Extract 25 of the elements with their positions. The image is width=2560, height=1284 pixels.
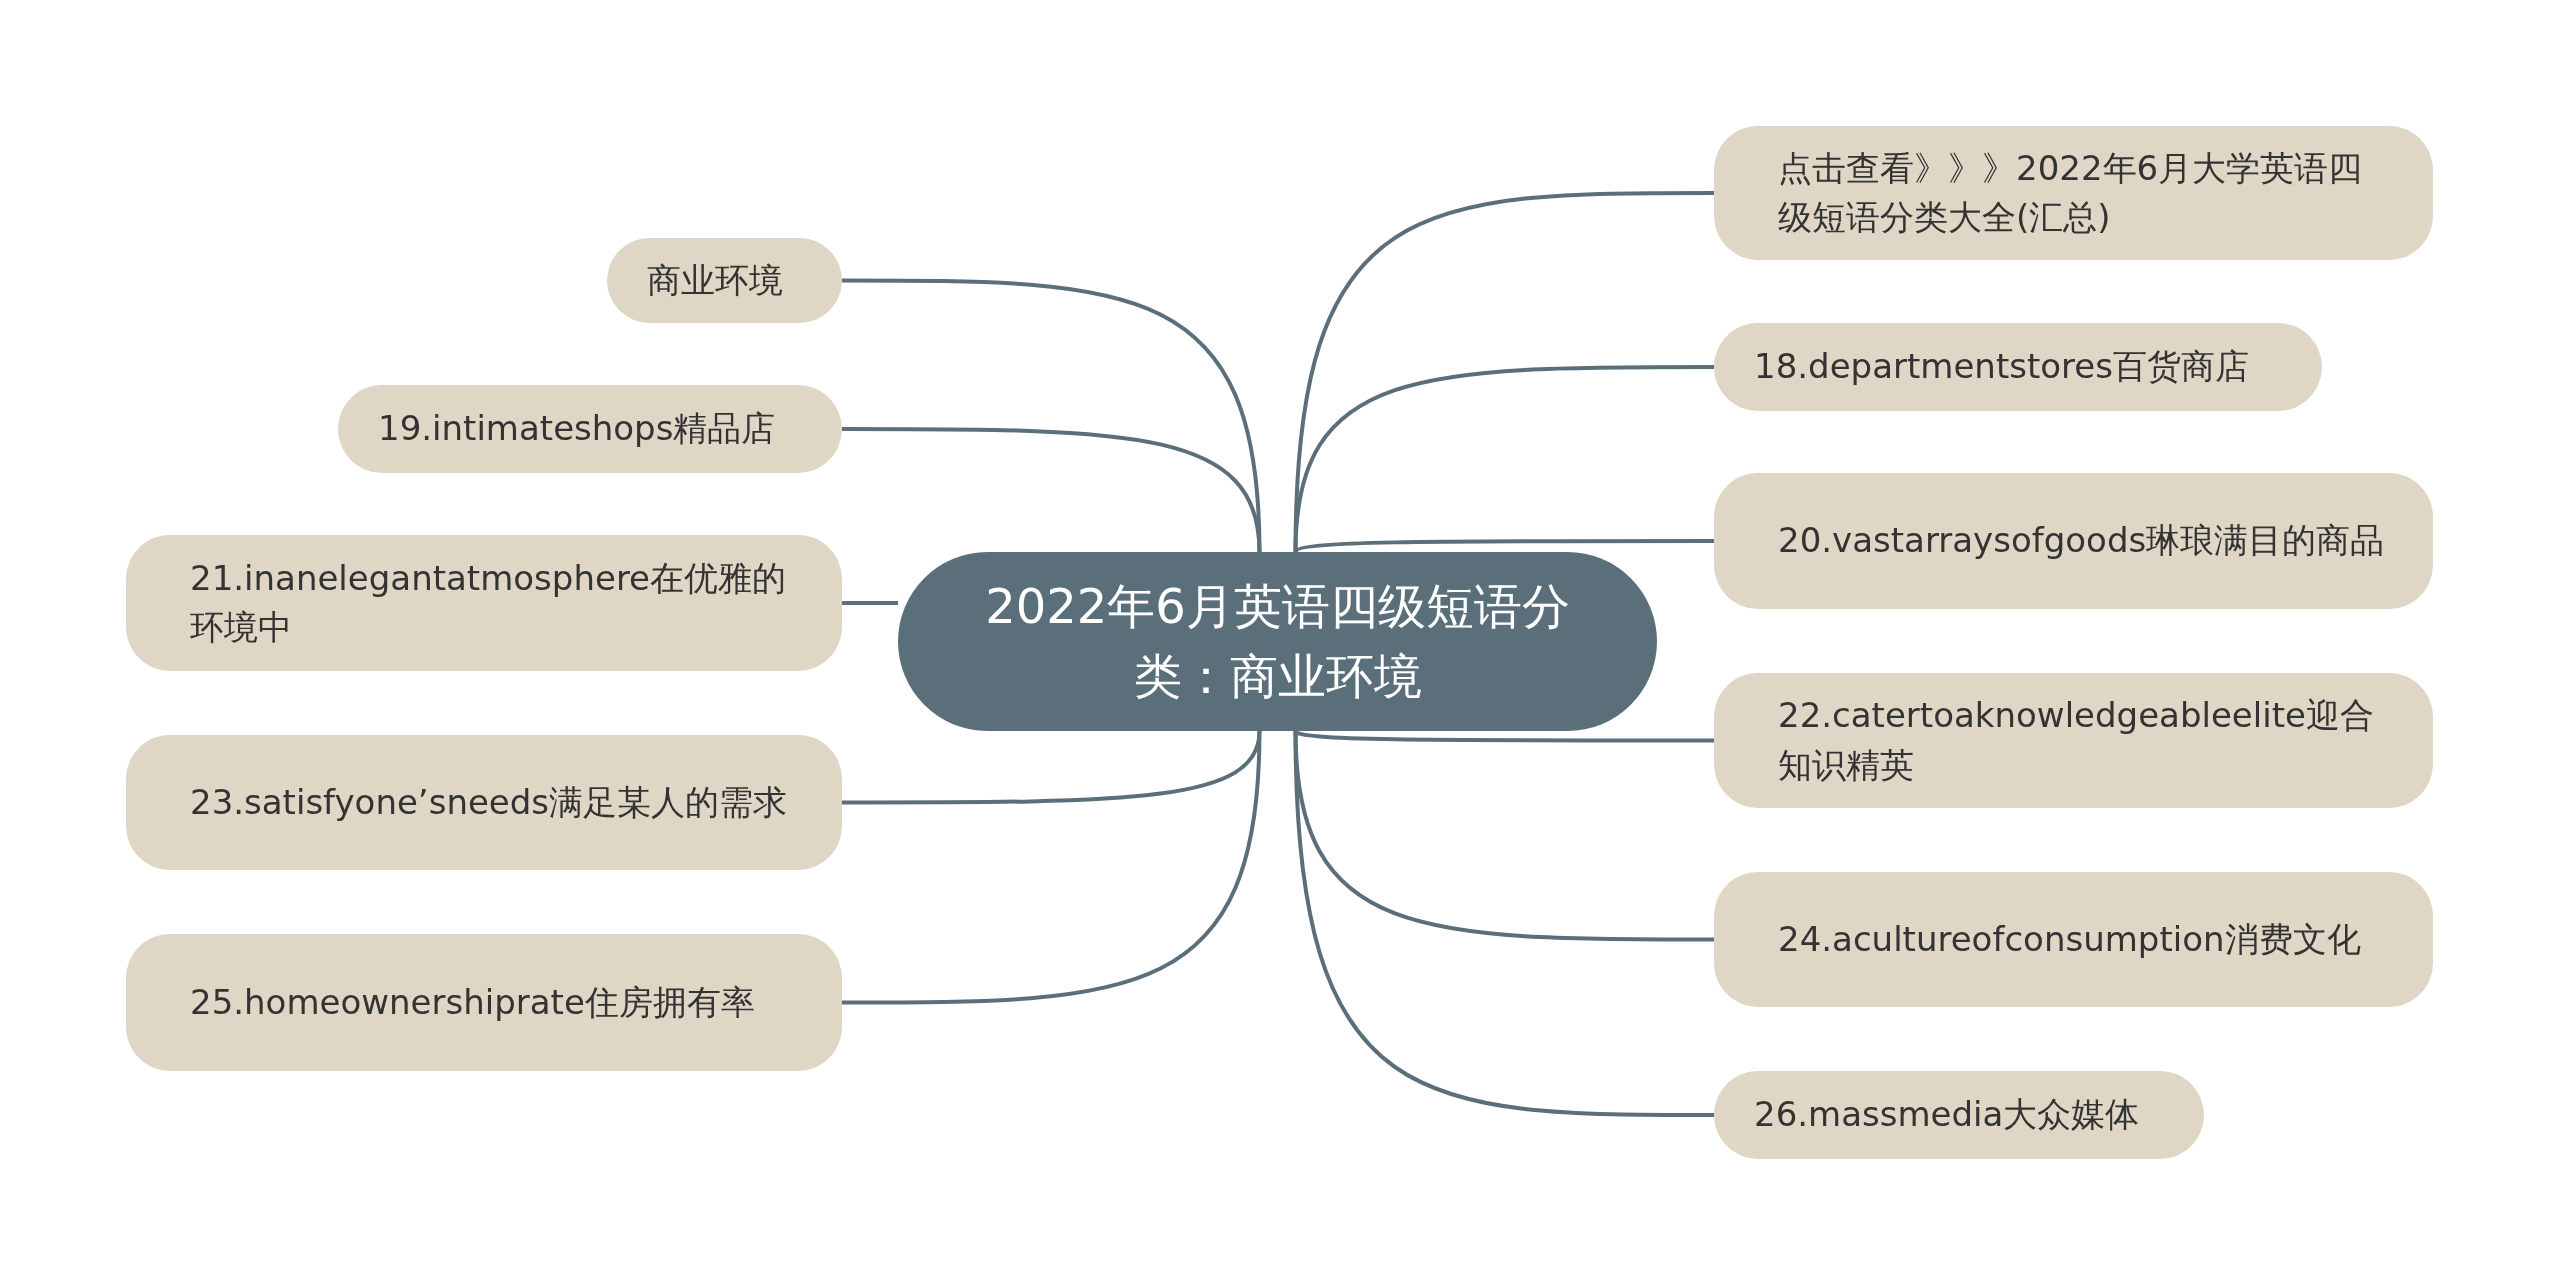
- topic-pill: [1714, 473, 2433, 609]
- topic-pill: [126, 934, 842, 1071]
- topic-text: 点击查看》》》2022年6月大学英语四级短语分类大全(汇总): [1778, 146, 2364, 239]
- topic-pill: [1714, 673, 2433, 808]
- topic-pill: [1714, 872, 2433, 1007]
- connector-line: [1294, 539, 1714, 554]
- topic-text: 24.acultureofconsumption消费文化: [1778, 917, 2361, 961]
- topic-text: 19.intimateshops精品店: [378, 407, 776, 451]
- topic-pill: [126, 735, 842, 870]
- topic-text: 25.homeownershiprate住房拥有率: [190, 980, 755, 1024]
- connector-line: [842, 427, 1262, 553]
- topic-text: 21.inanelegantatmosphere在优雅的环境中: [190, 556, 788, 649]
- topic-text: 23.satisfyone’sneeds满足某人的需求: [190, 780, 788, 824]
- topic-text: 2022年6月英语四级短语分类：商业环境: [984, 576, 1571, 706]
- topic-text: 商业环境: [647, 258, 783, 302]
- connector-line: [842, 730, 1262, 1005]
- topic-pill: [126, 535, 842, 671]
- connector-line: [842, 601, 898, 605]
- topic-text: 18.departmentstores百货商店: [1754, 345, 2249, 389]
- connector-line: [1293, 730, 1714, 1117]
- topic-text: 26.massmedia大众媒体: [1754, 1093, 2140, 1137]
- connector-line: [1293, 365, 1714, 553]
- topic-text: 20.vastarraysofgoods琳琅满目的商品: [1778, 519, 2385, 563]
- topic-text: 22.catertoaknowledgeableelite迎合知识精英: [1778, 694, 2375, 787]
- topic-pill: [1714, 126, 2433, 260]
